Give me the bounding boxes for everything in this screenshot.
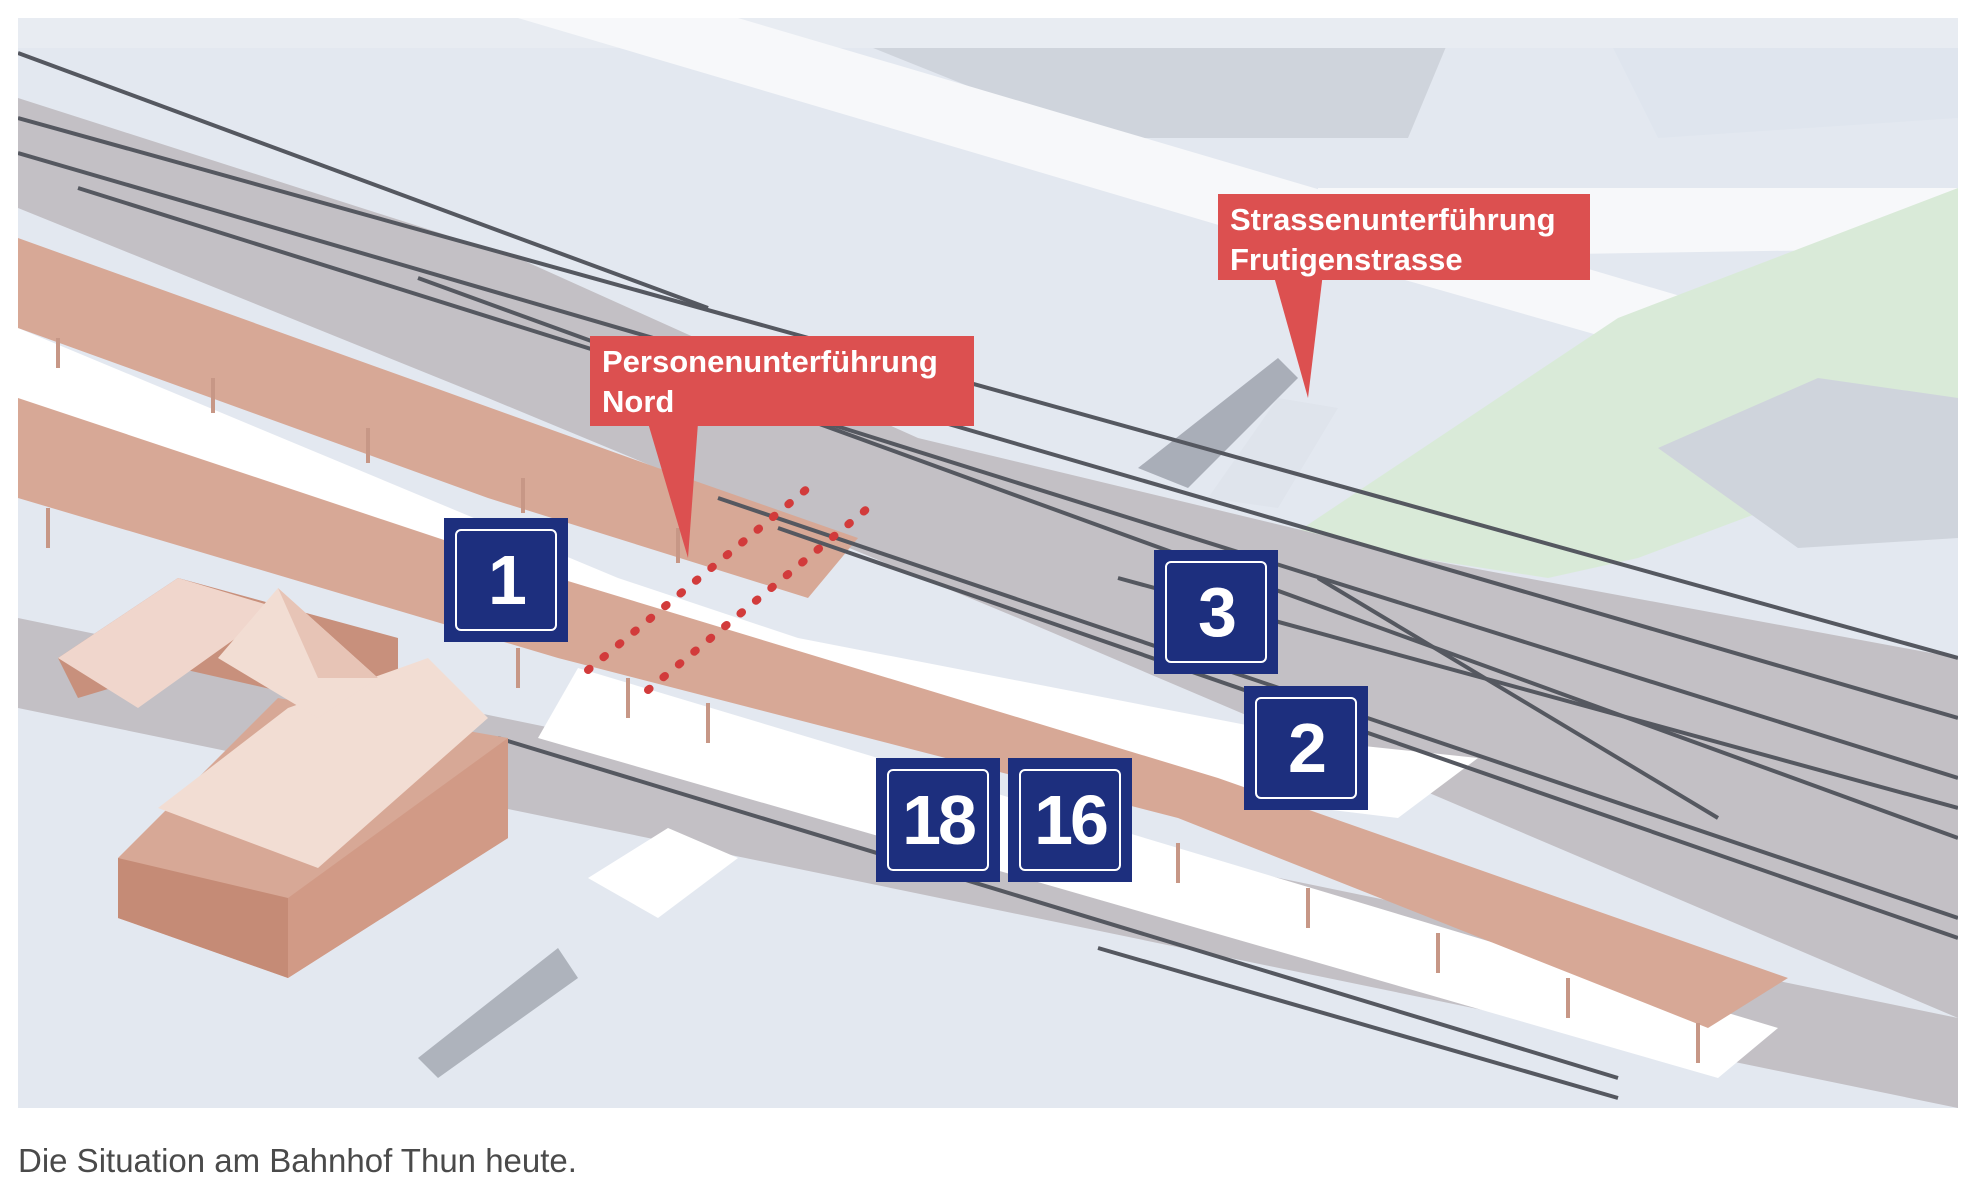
platform-sign-1: 1 [444,518,568,642]
road-underpass-callout: Strassenunterführung Frutigenstrasse [1218,194,1590,280]
platform-sign-18-number: 18 [887,769,989,871]
platform-sign-2-number: 2 [1255,697,1357,799]
underpass-opening [1208,398,1338,508]
road-top [18,18,1958,48]
figure-caption: Die Situation am Bahnhof Thun heute. [18,1142,577,1179]
road-underpass-label-line1: Strassenunterführung [1230,202,1556,237]
platform-sign-1-number: 1 [455,529,557,631]
north-underpass-callout: Personenunterführung Nord [590,336,974,426]
platform-sign-16-number: 16 [1019,769,1121,871]
underpass-dotted-path [584,484,872,694]
ramp-shadow [1138,358,1298,488]
road-underpass-pointer [1273,273,1323,398]
station-diagram: Personenunterführung Nord Strassenunterf… [18,18,1958,1108]
canopy-roof-1 [18,238,858,598]
station-map-graphic [18,18,1958,1108]
platform-sign-18: 18 [876,758,1000,882]
canopy-posts [46,338,1700,1063]
platform-white-lower [538,668,1778,1078]
north-underpass-label-line1: Personenunterführung [602,344,938,379]
platform-sign-3: 3 [1154,550,1278,674]
ramp-lower [588,828,738,918]
north-underpass-pointer [648,423,698,558]
platform-sign-16: 16 [1008,758,1132,882]
building-block-right [1658,378,1958,548]
north-underpass-label-line2: Nord [602,384,675,419]
road-underpass-label-line2: Frutigenstrasse [1230,242,1463,277]
platform-sign-2: 2 [1244,686,1368,810]
station-building [58,578,508,978]
platform-sign-3-number: 3 [1165,561,1267,663]
track-bed [18,98,1958,1018]
ramp-lower-shadow [418,948,578,1078]
